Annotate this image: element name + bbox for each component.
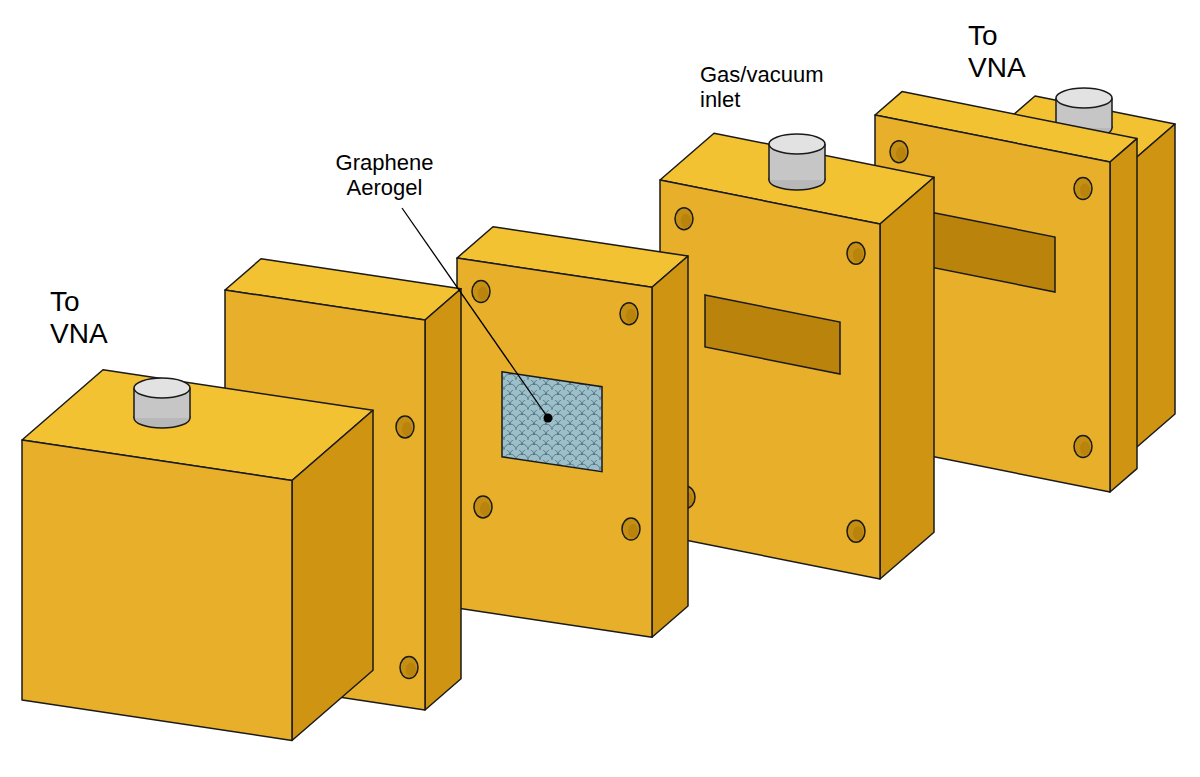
adapter-flange-side xyxy=(1110,139,1137,492)
coax-connector xyxy=(134,378,190,428)
adapter-flange-side xyxy=(425,289,461,710)
bolt-hole-shade xyxy=(480,502,490,516)
gas-cell-flange-front xyxy=(660,180,880,579)
bolt-hole-shade xyxy=(406,663,416,677)
bolt-hole xyxy=(474,496,492,518)
port-label: To VNA xyxy=(968,20,1048,84)
sample-flange-front xyxy=(457,258,652,637)
bolt-hole xyxy=(400,657,418,679)
bolt-hole xyxy=(620,303,638,325)
leader-dot xyxy=(544,414,553,423)
bolt-hole xyxy=(847,520,865,542)
aperture-outline xyxy=(920,210,1055,292)
waveguide-wall xyxy=(920,210,1055,292)
adapter-box-front xyxy=(22,440,292,741)
bolt-hole-shade xyxy=(628,524,638,538)
bolt-hole-shade xyxy=(402,422,412,436)
bolt-hole-shade xyxy=(853,526,863,540)
bolt-hole xyxy=(890,141,908,163)
bolt-hole xyxy=(675,208,693,230)
bolt-hole-shade xyxy=(853,248,863,262)
graphene-aerogel-sample xyxy=(502,372,602,472)
bolt-hole-shade xyxy=(681,214,691,228)
material-label: Graphene Aerogel xyxy=(322,150,447,201)
waveguide-aperture xyxy=(759,248,894,327)
aperture-outline xyxy=(705,295,840,374)
bolt-hole xyxy=(1074,436,1092,458)
bolt-hole xyxy=(396,416,414,438)
bolt-hole xyxy=(472,281,490,303)
bolt-hole-shade xyxy=(896,147,906,161)
waveguide-aperture xyxy=(1019,124,1154,206)
adapter-box-side xyxy=(292,410,373,740)
leader-line xyxy=(402,208,546,415)
bolt-hole xyxy=(1074,178,1092,200)
waveguide-wall xyxy=(705,295,840,374)
port-label: To VNA xyxy=(50,286,130,350)
gas-cell-flange-side xyxy=(880,177,934,579)
bolt-hole-shade xyxy=(478,287,488,301)
coax-connector xyxy=(769,134,825,190)
bolt-hole xyxy=(622,518,640,540)
bolt-hole-shade xyxy=(1080,442,1090,456)
bolt-hole xyxy=(847,242,865,264)
bolt-hole-shade xyxy=(1080,184,1090,198)
inlet-label: Gas/vacuum inlet xyxy=(700,62,840,113)
bolt-hole-shade xyxy=(626,309,636,323)
sample-flange-side xyxy=(652,256,688,637)
